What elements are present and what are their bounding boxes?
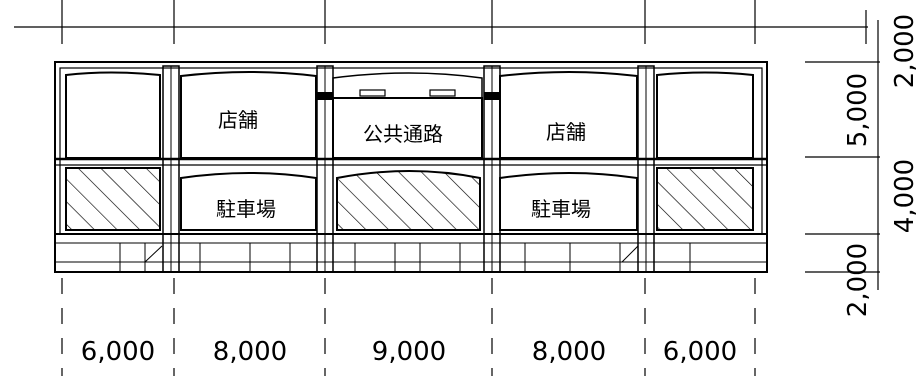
upper-rooms <box>180 71 638 159</box>
grid-lines-top <box>14 0 868 44</box>
hatch-left <box>65 167 161 231</box>
shop-left-room <box>180 71 317 159</box>
dim-h-2: 8,000 <box>213 337 287 367</box>
room-labels: 店舗 公共通路 店舗 駐車場 駐車場 <box>216 108 591 221</box>
label-shop-left: 店舗 <box>218 108 258 132</box>
hatch-center <box>336 170 481 231</box>
label-public-passage: 公共通路 <box>363 122 443 146</box>
vertical-dimensions: 2,000 5,000 4,000 2,000 <box>843 14 920 317</box>
vertical-dimension-line <box>805 20 880 290</box>
dim-h-3: 9,000 <box>372 337 446 367</box>
dim-v-4: 2,000 <box>843 243 873 317</box>
dim-v-2: 5,000 <box>843 73 873 147</box>
shop-right-room <box>499 71 638 159</box>
foundation-details <box>119 243 691 272</box>
dim-v-1: 2,000 <box>890 14 920 88</box>
hatch-right <box>656 167 754 231</box>
hatched-walls <box>65 167 754 231</box>
horizontal-dimensions: 6,000 8,000 9,000 8,000 6,000 <box>81 337 737 367</box>
dim-h-5: 6,000 <box>663 337 737 367</box>
dim-v-3: 4,000 <box>890 159 920 233</box>
parking-left-room <box>180 172 317 231</box>
parking-right-room <box>499 172 638 231</box>
label-parking-left: 駐車場 <box>216 197 276 221</box>
dim-h-1: 6,000 <box>81 337 155 367</box>
lower-rooms <box>180 172 638 231</box>
dim-h-4: 8,000 <box>532 337 606 367</box>
columns <box>162 65 655 273</box>
structure-outline <box>54 61 768 273</box>
label-parking-right: 駐車場 <box>531 197 591 221</box>
label-shop-right: 店舗 <box>546 120 586 144</box>
